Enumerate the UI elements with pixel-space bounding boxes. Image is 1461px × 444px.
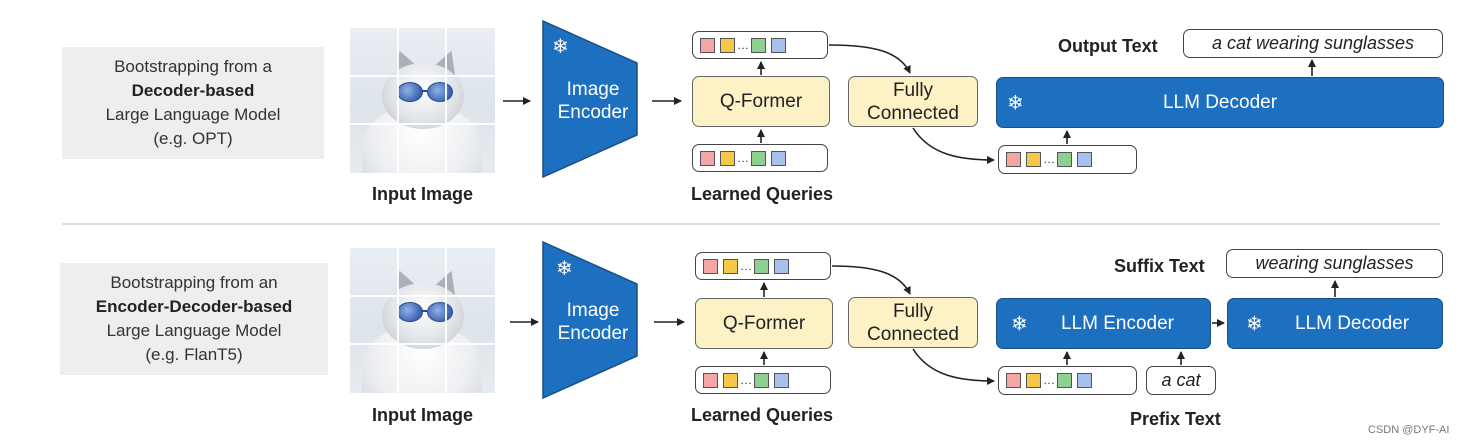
patch-grid-line: [445, 248, 447, 393]
ellipsis: …: [740, 258, 752, 273]
query-token: [754, 372, 769, 388]
arrow-output-to-fc: [831, 265, 911, 295]
output-text-header: Output Text: [1058, 36, 1158, 56]
llm-decoder: ❄ LLM Decoder: [996, 77, 1444, 128]
arrow-fc-to-prompt: [912, 348, 995, 385]
query-token: [774, 258, 789, 274]
query-token: [1057, 373, 1072, 388]
query-token: [700, 37, 715, 53]
context-line-bold: Encoder-Decoder-based: [95, 297, 293, 316]
context-line: Large Language Model: [105, 105, 281, 124]
learned-queries: …: [692, 144, 828, 172]
output-text: a cat wearing sunglasses: [1183, 29, 1443, 58]
query-token: [1077, 373, 1092, 388]
llm-encoder: ❄ LLM Encoder: [996, 298, 1211, 349]
input-image: [350, 28, 495, 173]
ellipsis: …: [737, 37, 749, 52]
query-token: [771, 150, 786, 166]
ellipsis: …: [737, 150, 749, 165]
query-token: [1026, 373, 1041, 388]
image-encoder-label: Image Encoder: [557, 79, 629, 123]
panel-separator: [62, 223, 1440, 225]
query-token: [751, 150, 766, 166]
query-token: [700, 150, 715, 166]
patch-grid-line: [397, 248, 399, 393]
suffix-text-header: Suffix Text: [1114, 256, 1205, 276]
soft-visual-prompt: …: [998, 145, 1137, 174]
arrow-fc-to-prompt: [912, 127, 995, 164]
learned-queries-label: Learned Queries: [690, 184, 834, 204]
learned-queries: …: [695, 366, 831, 394]
query-token: [774, 372, 789, 388]
watermark: CSDN @DYF-AI: [1368, 424, 1450, 436]
query-token: [723, 258, 738, 274]
query-tokens-output: …: [695, 252, 831, 280]
query-token: [1026, 152, 1041, 167]
query-token: [754, 258, 769, 274]
ellipsis: …: [1043, 152, 1055, 166]
fully-connected: Fully Connected: [848, 76, 978, 127]
prefix-text: a cat: [1146, 366, 1216, 395]
snowflake-icon: ❄: [556, 258, 573, 280]
image-encoder: [542, 19, 638, 179]
query-token: [1006, 152, 1021, 167]
query-token: [751, 37, 766, 53]
context-line: Bootstrapping from an: [110, 273, 278, 292]
input-image-label: Input Image: [371, 184, 473, 204]
query-token: [720, 150, 735, 166]
query-token: [703, 372, 718, 388]
snowflake-icon: ❄: [1007, 92, 1024, 114]
context-box-encoder-decoder: Bootstrapping from an Encoder-Decoder-ba…: [60, 263, 328, 375]
query-token: [771, 37, 786, 53]
context-line: Bootstrapping from a: [114, 57, 272, 76]
query-token: [703, 258, 718, 274]
query-token: [720, 37, 735, 53]
prefix-text-header: Prefix Text: [1130, 409, 1221, 429]
query-token: [723, 372, 738, 388]
suffix-text: wearing sunglasses: [1226, 249, 1443, 278]
ellipsis: …: [1043, 373, 1055, 387]
q-former: Q-Former: [695, 298, 833, 349]
snowflake-icon: ❄: [1246, 313, 1263, 335]
context-box-decoder: Bootstrapping from a Decoder-based Large…: [62, 47, 324, 159]
context-line: Large Language Model: [106, 321, 282, 340]
image-encoder: [542, 240, 638, 400]
query-token: [1077, 152, 1092, 167]
patch-grid-line: [350, 295, 495, 297]
patch-grid-line: [397, 28, 399, 173]
llm-decoder: ❄ LLM Decoder: [1227, 298, 1443, 349]
patch-grid-line: [445, 28, 447, 173]
learned-queries-label: Learned Queries: [690, 405, 834, 425]
snowflake-icon: ❄: [552, 36, 569, 58]
context-line: (e.g. FlanT5): [145, 345, 243, 364]
sunglasses-bridge: [421, 90, 427, 92]
query-token: [1006, 373, 1021, 388]
input-image: [350, 248, 495, 393]
patch-grid-line: [350, 123, 495, 125]
ellipsis: …: [740, 372, 752, 387]
patch-grid-line: [350, 343, 495, 345]
image-encoder-label: Image Encoder: [557, 300, 629, 344]
snowflake-icon: ❄: [1011, 313, 1028, 335]
q-former: Q-Former: [692, 76, 830, 127]
input-image-label: Input Image: [371, 405, 473, 425]
arrow-output-to-fc: [828, 44, 911, 74]
sunglasses-bridge: [421, 310, 427, 312]
query-token: [1057, 152, 1072, 167]
soft-visual-prompt: …: [998, 366, 1137, 395]
fully-connected: Fully Connected: [848, 297, 978, 348]
query-tokens-output: …: [692, 31, 828, 59]
context-line-bold: Decoder-based: [131, 81, 255, 100]
context-line: (e.g. OPT): [153, 129, 233, 148]
patch-grid-line: [350, 75, 495, 77]
